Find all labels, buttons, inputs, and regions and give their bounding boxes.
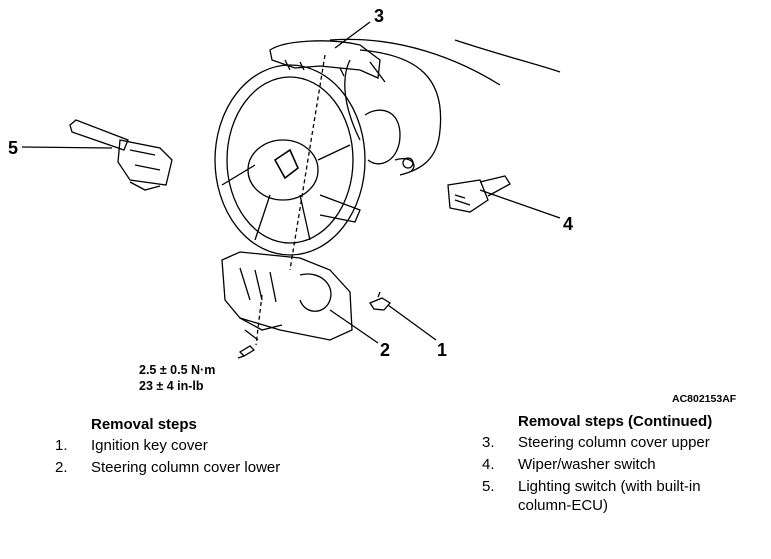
step-number: 3. <box>482 434 495 451</box>
callout-1: 1 <box>437 340 448 360</box>
steering-wheel <box>214 64 366 256</box>
steering-column-cover-lower <box>221 251 353 341</box>
step-number: 1. <box>55 437 68 454</box>
removal-steps-continued-title: Removal steps (Continued) <box>518 413 713 430</box>
callout-2: 2 <box>380 340 391 360</box>
callout-4: 4 <box>563 214 574 234</box>
list-item: 5. Lighting switch (with built-in column… <box>482 477 742 515</box>
wiper-washer-switch <box>447 175 511 213</box>
step-label: Wiper/washer switch <box>518 456 656 473</box>
removal-steps-continued-list: Removal steps (Continued) 3. Steering co… <box>482 412 742 518</box>
alignment-lines <box>255 54 326 346</box>
ignition-key-cover <box>369 291 391 311</box>
dashboard-outline <box>329 38 561 176</box>
steering-column-cover-upper <box>269 40 386 83</box>
removal-steps-list: Removal steps 1. Ignition key cover 2. S… <box>55 415 355 480</box>
list-item: 1. Ignition key cover <box>55 436 355 455</box>
leader-lines <box>21 21 561 344</box>
removal-steps-title: Removal steps <box>91 416 197 433</box>
step-number: 2. <box>55 459 68 476</box>
step-label: Ignition key cover <box>91 437 208 454</box>
torque-metric: 2.5 ± 0.5 N·m <box>139 363 216 377</box>
exploded-view-illustration <box>21 21 561 359</box>
list-item: 3. Steering column cover upper <box>482 433 742 452</box>
step-label: Steering column cover upper <box>518 434 710 451</box>
list-item: 2. Steering column cover lower <box>55 458 355 477</box>
torque-spec: 2.5 ± 0.5 N·m 23 ± 4 in-lb <box>139 362 215 394</box>
torque-imperial: 23 ± 4 in-lb <box>139 379 204 393</box>
callout-5: 5 <box>8 138 19 158</box>
figure-id: AC802153AF <box>672 393 737 405</box>
lighting-switch <box>69 119 173 191</box>
step-number: 5. <box>482 478 495 495</box>
screw <box>237 345 256 359</box>
callout-3: 3 <box>374 6 385 26</box>
step-number: 4. <box>482 456 495 473</box>
list-item: 4. Wiper/washer switch <box>482 455 742 474</box>
step-label: Lighting switch (with built-in column-EC… <box>518 478 701 514</box>
step-label: Steering column cover lower <box>91 459 281 476</box>
